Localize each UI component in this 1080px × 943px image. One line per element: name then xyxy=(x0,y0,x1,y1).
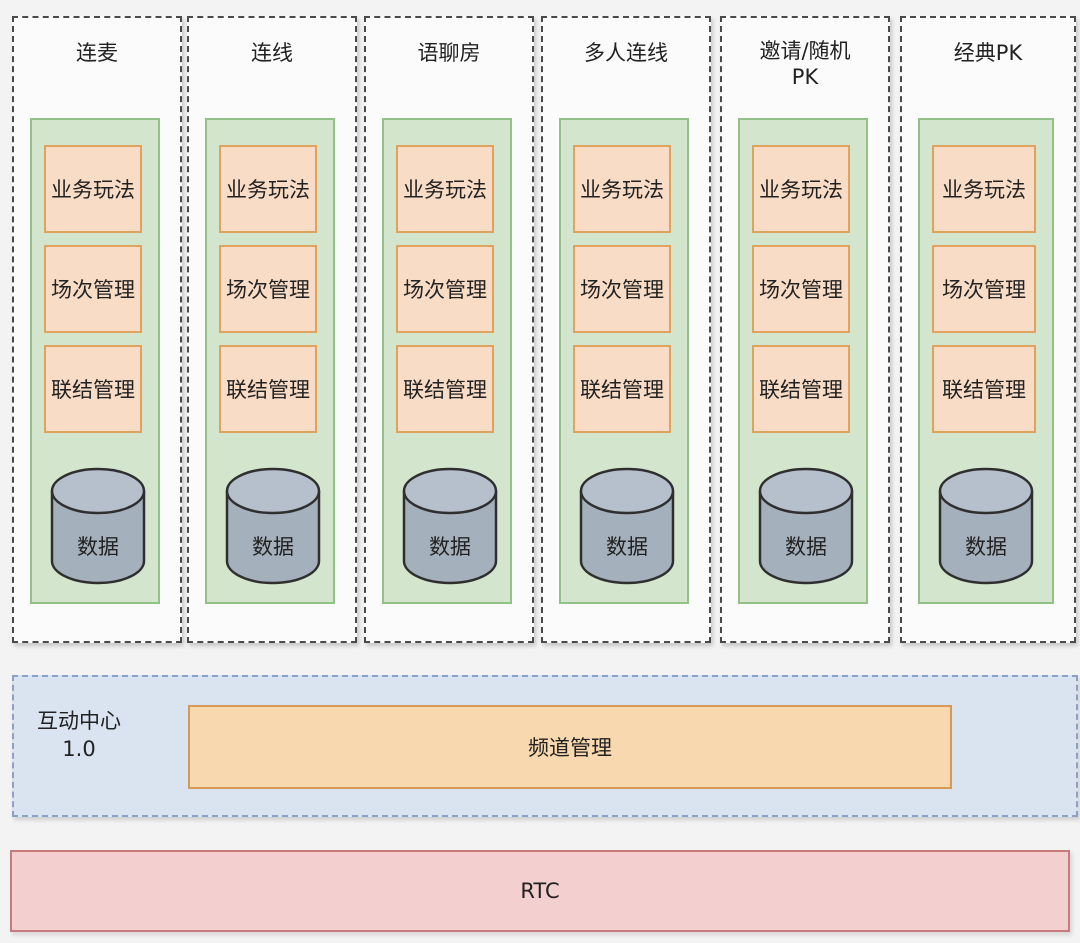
module-column: 经典PK 业务玩法场次管理联结管理数据 xyxy=(900,16,1076,643)
module-column: 邀请/随机 PK 业务玩法场次管理联结管理数据 xyxy=(720,16,890,643)
session-management-box: 场次管理 xyxy=(396,245,494,333)
module-title: 连线 xyxy=(251,41,293,65)
module-column: 连线业务玩法场次管理联结管理数据 xyxy=(187,16,357,643)
database-cylinder: 数据 xyxy=(758,465,854,587)
link-management-box: 联结管理 xyxy=(396,345,494,433)
business-logic-box: 业务玩法 xyxy=(219,145,317,233)
session-management-box: 场次管理 xyxy=(752,245,850,333)
link-management-box: 联结管理 xyxy=(573,345,671,433)
module-service-container: 业务玩法场次管理联结管理数据 xyxy=(30,118,160,604)
rtc-layer: RTC xyxy=(10,850,1070,932)
module-column: 多人连线业务玩法场次管理联结管理数据 xyxy=(541,16,711,643)
module-title: 邀请/随机 PK xyxy=(759,39,851,89)
module-service-container: 业务玩法场次管理联结管理数据 xyxy=(559,118,689,604)
business-logic-box: 业务玩法 xyxy=(573,145,671,233)
database-cylinder: 数据 xyxy=(402,465,498,587)
channel-management-box: 频道管理 xyxy=(188,705,952,789)
session-management-box: 场次管理 xyxy=(44,245,142,333)
module-service-container: 业务玩法场次管理联结管理数据 xyxy=(382,118,512,604)
database-icon xyxy=(50,467,146,585)
database-label: 数据 xyxy=(77,535,119,559)
interaction-center-title: 互动中心 xyxy=(37,709,121,733)
database-icon xyxy=(225,467,321,585)
module-title: 语聊房 xyxy=(417,41,481,65)
module-service-container: 业务玩法场次管理联结管理数据 xyxy=(918,118,1054,604)
interaction-center-version: 1.0 xyxy=(62,737,96,761)
database-label: 数据 xyxy=(606,535,648,559)
database-cylinder: 数据 xyxy=(50,465,146,587)
database-icon xyxy=(402,467,498,585)
module-column: 语聊房业务玩法场次管理联结管理数据 xyxy=(364,16,534,643)
module-title: 连麦 xyxy=(76,41,118,65)
database-label: 数据 xyxy=(429,535,471,559)
link-management-box: 联结管理 xyxy=(752,345,850,433)
interaction-center-layer: 互动中心 1.0 频道管理 xyxy=(12,675,1078,817)
business-logic-box: 业务玩法 xyxy=(752,145,850,233)
module-service-container: 业务玩法场次管理联结管理数据 xyxy=(205,118,335,604)
link-management-box: 联结管理 xyxy=(932,345,1036,433)
session-management-box: 场次管理 xyxy=(932,245,1036,333)
database-icon xyxy=(758,467,854,585)
database-cylinder: 数据 xyxy=(938,465,1034,587)
interaction-center-name: 互动中心 1.0 xyxy=(34,707,124,763)
database-icon xyxy=(579,467,675,585)
database-cylinder: 数据 xyxy=(579,465,675,587)
business-logic-box: 业务玩法 xyxy=(44,145,142,233)
database-label: 数据 xyxy=(785,535,827,559)
module-service-container: 业务玩法场次管理联结管理数据 xyxy=(738,118,868,604)
session-management-box: 场次管理 xyxy=(219,245,317,333)
module-column: 连麦业务玩法场次管理联结管理数据 xyxy=(12,16,182,643)
database-icon xyxy=(938,467,1034,585)
link-management-box: 联结管理 xyxy=(44,345,142,433)
business-logic-box: 业务玩法 xyxy=(932,145,1036,233)
database-cylinder: 数据 xyxy=(225,465,321,587)
business-logic-box: 业务玩法 xyxy=(396,145,494,233)
module-title: 经典PK xyxy=(953,41,1023,65)
link-management-box: 联结管理 xyxy=(219,345,317,433)
database-label: 数据 xyxy=(252,535,294,559)
session-management-box: 场次管理 xyxy=(573,245,671,333)
module-title: 多人连线 xyxy=(584,41,668,65)
database-label: 数据 xyxy=(965,535,1007,559)
